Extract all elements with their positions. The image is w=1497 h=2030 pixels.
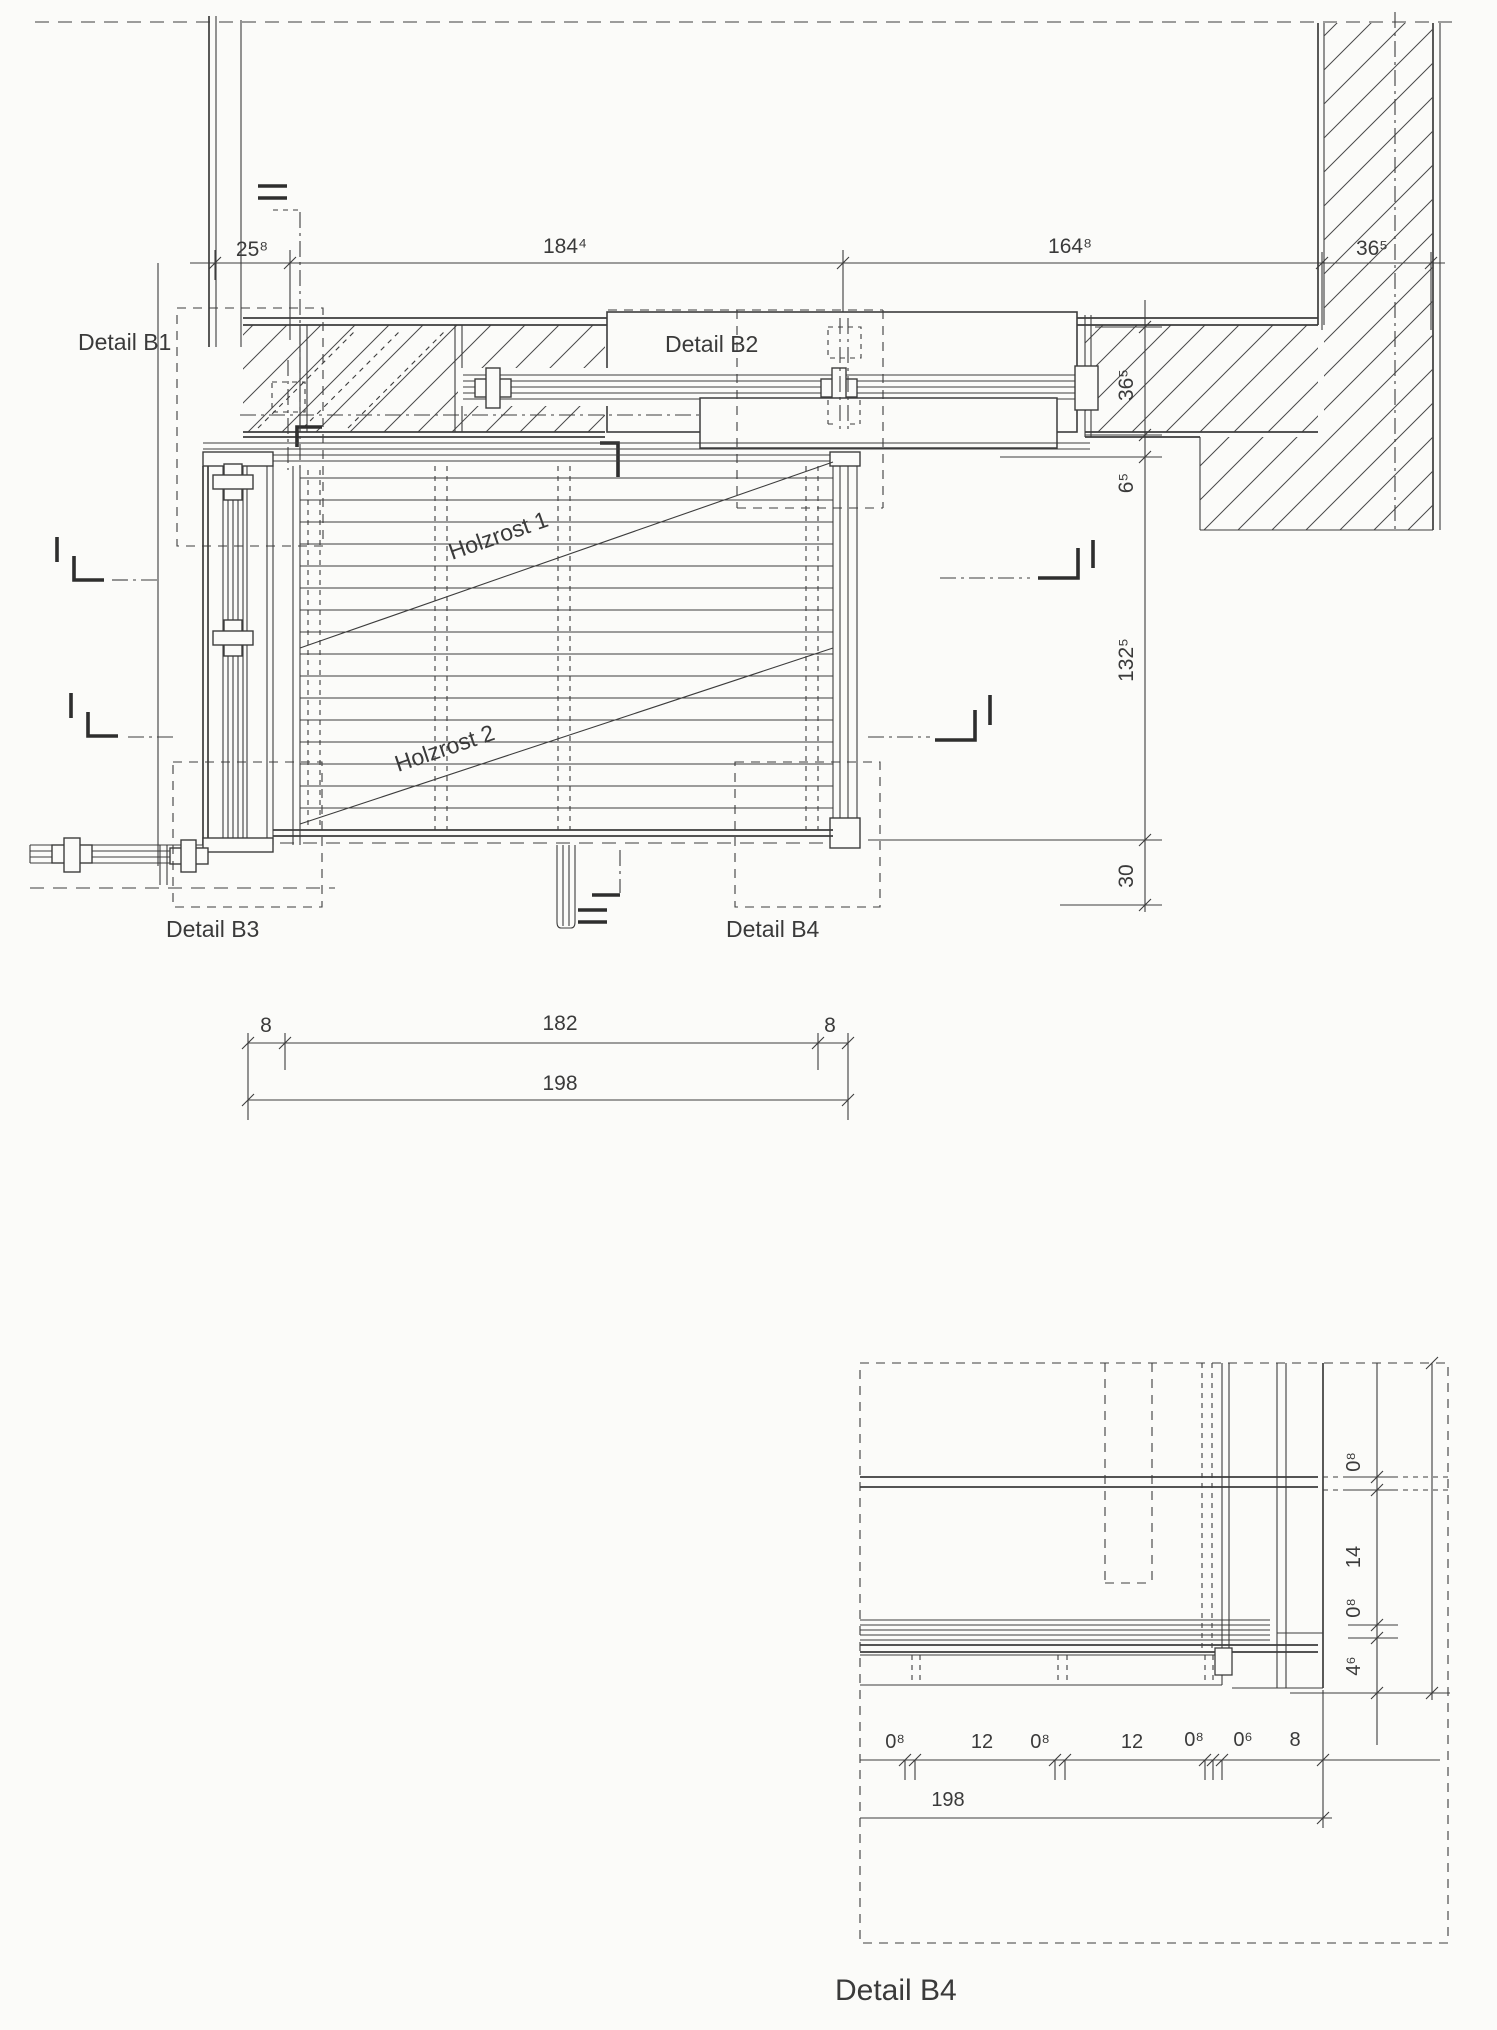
b4-dim-right-1: 0⁸: [1343, 1452, 1365, 1472]
hanging-post: [556, 845, 576, 929]
detail-b1-box: [176, 307, 324, 547]
frame-connector-bottom: [169, 839, 209, 873]
dim-right-2: 6⁵: [1115, 473, 1138, 493]
dimensions-main: 25⁸ 184⁴ 164⁸ 36⁵ 36⁵ 6⁵ 132⁵ 30 8 182 8…: [190, 235, 1445, 1120]
frame-connector-top: [212, 463, 254, 501]
holzrost-grate: [29, 442, 1090, 929]
section-markers: [55, 184, 1095, 924]
detail-b2-box: [608, 309, 884, 509]
section-marker-bottom: [578, 850, 621, 924]
frame-connector-mid: [212, 619, 254, 657]
dim-right-4: 30: [1115, 864, 1138, 887]
b4-dim-bottom-1: 0⁸: [885, 1731, 905, 1753]
wall-hatch-band-right: [1085, 325, 1318, 432]
b4-anchor-dashed: [1104, 1363, 1153, 1584]
detail-b4-box: [734, 761, 881, 908]
label-detail-b1: Detail B1: [78, 329, 171, 355]
rail-connector-bottom-left: [51, 837, 93, 873]
label-detail-b3: Detail B3: [166, 916, 259, 942]
b4-dim-bottom-2: 12: [971, 1731, 993, 1753]
plank-joint-dashes: [434, 466, 819, 830]
wall-hatch-reveal: [1200, 437, 1433, 530]
wall-hatch-right: [1324, 23, 1433, 437]
sash: [699, 397, 1058, 449]
b4-dim-bottom-4: 12: [1121, 1731, 1143, 1753]
section-marker-left-2: [69, 693, 173, 738]
b4-dim-right-4: 4⁶: [1343, 1656, 1365, 1675]
anchor-symbol-b2: [827, 318, 862, 430]
dim-top-3: 164⁸: [1048, 235, 1092, 258]
dim-bottom-1: 8: [260, 1014, 272, 1037]
planks: [300, 477, 833, 809]
section-marker-left-1: [55, 537, 160, 582]
b4-dim-bottom-7: 8: [1289, 1729, 1300, 1751]
dim-bottom-3: 8: [824, 1014, 836, 1037]
cut-mark-1: [295, 425, 322, 447]
detail-callout-boxes: [172, 307, 884, 908]
rail-end-cap: [1074, 365, 1099, 411]
section-marker-right-2: [868, 695, 992, 742]
b4-dim-total: 198: [931, 1789, 964, 1811]
diagonal-1: [299, 461, 834, 649]
label-holzrost-2: Holzrost 2: [391, 719, 497, 777]
label-detail-b4: Detail B4: [726, 916, 820, 942]
rail-connector-left: [474, 367, 512, 409]
b4-rail-lines: [860, 1619, 1270, 1641]
dim-right-1: 36⁵: [1115, 369, 1138, 401]
label-detail-b2: Detail B2: [665, 331, 758, 357]
window-assembly: [240, 311, 1099, 477]
detail-b4-title: Detail B4: [835, 1974, 957, 2007]
b4-dim-bottom-5: 0⁸: [1184, 1729, 1204, 1751]
window-rails: [463, 374, 1090, 400]
b4-dim-bottom-3: 0⁸: [1030, 1731, 1050, 1753]
dim-top-2: 184⁴: [543, 235, 587, 258]
dim-top-4: 36⁵: [1356, 237, 1388, 260]
anchor-symbol-b1: [271, 360, 306, 470]
b4-dim-right-2: 14: [1343, 1546, 1365, 1568]
dim-top-1: 25⁸: [236, 238, 268, 261]
detail-b4-boundary: [859, 1362, 1449, 1944]
cut-mark-2: [600, 441, 620, 477]
dim-bottom-2: 182: [542, 1012, 577, 1035]
section-marker-equals-top: [258, 184, 287, 200]
dim-right-3: 132⁵: [1115, 638, 1138, 682]
detail-b3-box: [172, 761, 323, 908]
label-holzrost-1: Holzrost 1: [445, 506, 551, 565]
diagonal-2: [299, 647, 834, 825]
section-marker-right-1: [940, 540, 1095, 580]
dim-bottom-total: 198: [542, 1072, 577, 1095]
b4-dim-bottom-6: 0⁶: [1233, 1729, 1252, 1751]
detail-b4-view: 0⁸ 14 0⁸ 4⁶ 0⁸ 12 0⁸ 12 0⁸ 0⁶ 8 198 Deta…: [835, 1356, 1450, 2007]
b4-dim-right-3: 0⁸: [1343, 1598, 1365, 1618]
